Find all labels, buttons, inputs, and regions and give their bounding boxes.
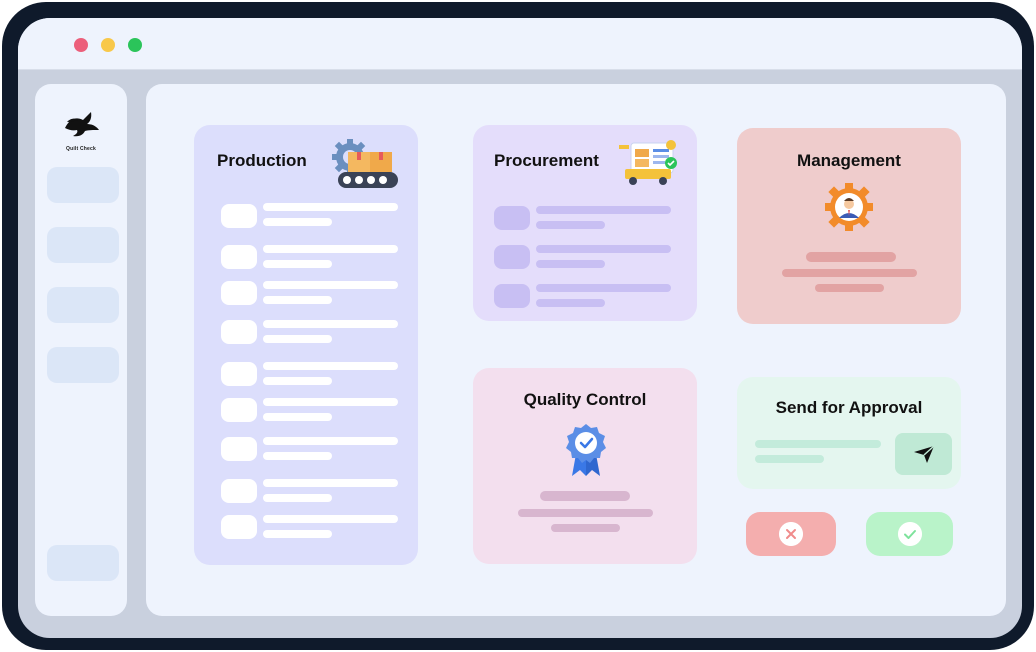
list-item-line xyxy=(263,281,398,289)
summary-line xyxy=(540,491,630,501)
list-item-line xyxy=(536,284,671,292)
procurement-card[interactable]: Procurement xyxy=(473,125,697,321)
send-for-approval-title: Send for Approval xyxy=(775,398,923,417)
sidebar-item-4[interactable] xyxy=(47,347,119,383)
list-item-icon xyxy=(221,362,257,386)
window-minimize-button[interactable] xyxy=(101,38,115,52)
list-item-line xyxy=(536,221,605,229)
list-item-line xyxy=(263,218,332,226)
list-item-line xyxy=(263,335,332,343)
list-item-icon xyxy=(221,437,257,461)
list-item-line xyxy=(536,260,605,268)
list-item-line xyxy=(263,452,332,460)
list-item-line xyxy=(263,398,398,406)
sidebar-item-2[interactable] xyxy=(47,227,119,263)
management-title: Management xyxy=(797,151,901,170)
list-item-line xyxy=(536,299,605,307)
list-item-line xyxy=(536,206,671,214)
list-item-line xyxy=(263,296,332,304)
production-title: Production xyxy=(217,151,307,170)
production-card[interactable]: Production xyxy=(194,125,418,565)
reject-button[interactable] xyxy=(746,512,836,556)
list-item-icon xyxy=(494,284,530,308)
list-item-icon xyxy=(494,245,530,269)
list-item-line xyxy=(263,362,398,370)
list-item-icon xyxy=(221,204,257,228)
quality-control-title: Quality Control xyxy=(523,390,647,409)
main-content: Production xyxy=(146,84,1006,616)
send-icon xyxy=(914,445,935,463)
title-bar xyxy=(18,18,1022,70)
list-item-line xyxy=(263,260,332,268)
sidebar: Quilt Check xyxy=(35,84,127,616)
conveyor-boxes-icon xyxy=(332,139,398,188)
list-item-line xyxy=(263,530,332,538)
manager-gear-icon xyxy=(825,183,873,231)
list-item-icon xyxy=(221,398,257,422)
list-item-icon xyxy=(494,206,530,230)
list-item-line xyxy=(263,413,332,421)
list-item-line xyxy=(263,479,398,487)
list-item-icon xyxy=(221,245,257,269)
bird-logo-icon xyxy=(65,112,99,137)
list-item-line xyxy=(263,320,398,328)
summary-line xyxy=(815,284,884,292)
x-circle-icon xyxy=(779,522,803,546)
accept-button[interactable] xyxy=(866,512,953,556)
logo-text: Quilt Check xyxy=(66,146,96,152)
summary-line xyxy=(551,524,620,532)
list-item-line xyxy=(263,203,398,211)
summary-line xyxy=(518,509,653,517)
message-line xyxy=(755,440,881,448)
management-card[interactable]: Management xyxy=(737,128,961,324)
procurement-title: Procurement xyxy=(494,151,599,170)
sidebar-item-3[interactable] xyxy=(47,287,119,323)
list-item-icon xyxy=(221,515,257,539)
sidebar-item-1[interactable] xyxy=(47,167,119,203)
list-item-line xyxy=(263,494,332,502)
list-item-line xyxy=(263,515,398,523)
app-window: Quilt Check Production xyxy=(18,18,1022,638)
window-close-button[interactable] xyxy=(74,38,88,52)
window-maximize-button[interactable] xyxy=(128,38,142,52)
send-for-approval-card: Send for Approval xyxy=(737,377,961,489)
check-circle-icon xyxy=(897,522,922,546)
message-line xyxy=(755,455,824,463)
list-item-line xyxy=(536,245,671,253)
summary-line xyxy=(806,252,896,262)
list-item-icon xyxy=(221,320,257,344)
list-item-line xyxy=(263,377,332,385)
summary-line xyxy=(782,269,917,277)
verified-badge-icon xyxy=(566,424,606,476)
sidebar-item-bottom[interactable] xyxy=(47,545,119,581)
send-button[interactable] xyxy=(895,433,952,475)
quality-control-card[interactable]: Quality Control xyxy=(473,368,697,564)
list-item-icon xyxy=(221,479,257,503)
list-item-line xyxy=(263,437,398,445)
delivery-truck-icon xyxy=(619,140,677,185)
list-item-line xyxy=(263,245,398,253)
list-item-icon xyxy=(221,281,257,305)
